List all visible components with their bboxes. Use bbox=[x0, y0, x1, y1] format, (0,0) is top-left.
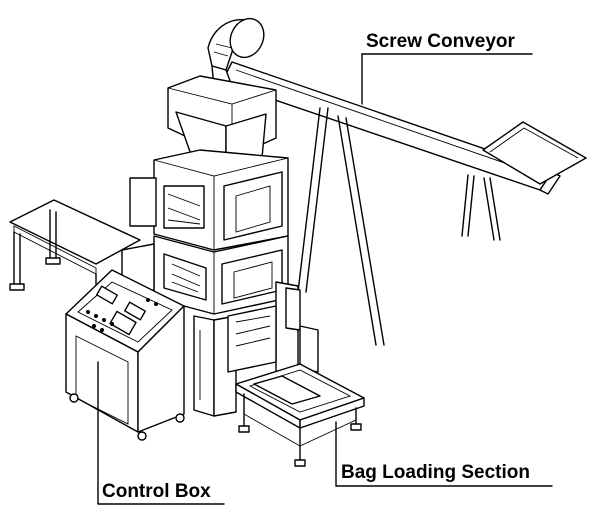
bag-loading-leader bbox=[335, 421, 553, 487]
bag-loading-section bbox=[227, 281, 365, 467]
bag-loading-section-label: Bag Loading Section bbox=[341, 462, 530, 483]
callouts bbox=[97, 53, 553, 505]
screw-conveyor-label: Screw Conveyor bbox=[366, 31, 515, 52]
screw-conveyor bbox=[207, 17, 587, 346]
control-box bbox=[65, 269, 185, 441]
outfeed-belt-conveyor bbox=[9, 199, 141, 291]
control-box-leader bbox=[97, 361, 225, 505]
weighing-hopper bbox=[167, 75, 277, 195]
weighing-frame bbox=[121, 149, 289, 417]
control-box-label: Control Box bbox=[102, 481, 211, 502]
